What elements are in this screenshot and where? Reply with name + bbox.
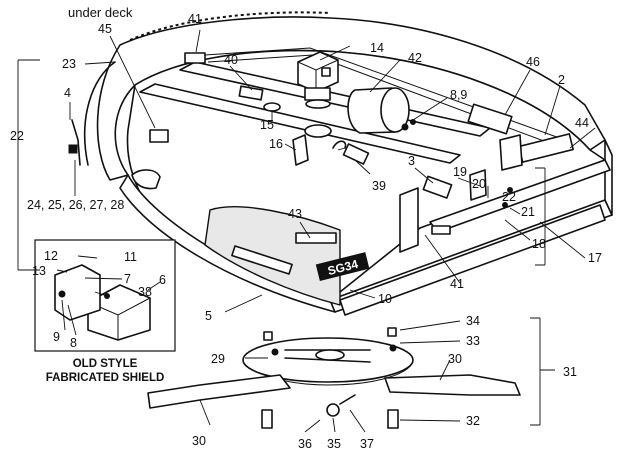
part-label-p8-9: 8,9 <box>450 88 467 102</box>
part-label-p35: 35 <box>327 437 341 451</box>
inset-caption: FABRICATED SHIELD <box>46 372 165 384</box>
mower-deck: SG34 <box>68 11 613 316</box>
deck-decal: SG34 <box>315 252 370 281</box>
part-label-p41-bottom: 41 <box>450 277 464 291</box>
part-label-p30-right: 30 <box>448 352 462 366</box>
part-label-p20: 20 <box>472 177 486 191</box>
blade-assembly <box>147 327 521 429</box>
part-label-p13: 13 <box>32 264 46 278</box>
part-label-p31: 31 <box>563 365 577 379</box>
decal-39 <box>342 143 370 165</box>
part-label-p30-bottom: 30 <box>192 434 206 448</box>
part-label-p37: 37 <box>360 437 374 451</box>
part-label-p7: 7 <box>124 272 131 286</box>
part-label-p39: 39 <box>372 179 386 193</box>
part-label-p29: 29 <box>211 352 225 366</box>
part-label-p41-top: 41 <box>188 12 202 26</box>
part-label-p3: 3 <box>408 154 415 168</box>
part-labels: under deck 41 45 23 4 22 24, 25, 26, 27,… <box>10 5 602 451</box>
part-label-p38: 38 <box>138 285 152 299</box>
part-label-p23: 23 <box>62 57 76 71</box>
part-label-p46: 46 <box>526 55 540 69</box>
part-label-p43: 43 <box>288 207 302 221</box>
part-label-p24-28: 24, 25, 26, 27, 28 <box>27 198 124 212</box>
part-label-p14: 14 <box>370 41 384 55</box>
inset-caption: OLD STYLE <box>73 358 138 370</box>
part-label-p17: 17 <box>588 251 602 265</box>
part-label-p33: 33 <box>466 334 480 348</box>
decal-41-top <box>184 52 206 64</box>
part-label-p6: 6 <box>159 273 166 287</box>
part-label-p4: 4 <box>64 86 71 100</box>
part-label-p44: 44 <box>575 116 589 130</box>
decal-45 <box>149 129 169 143</box>
part-label-p10: 10 <box>378 292 392 306</box>
part-label-p5: 5 <box>205 309 212 323</box>
part-label-p11: 11 <box>124 250 137 264</box>
decal-46 <box>467 103 513 135</box>
part-label-p36: 36 <box>298 437 312 451</box>
part-label-p40: 40 <box>224 53 238 67</box>
decal-43 <box>295 232 337 244</box>
inset-shield: OLD STYLE FABRICATED SHIELD <box>34 239 176 384</box>
decal-41-bottom <box>431 225 451 235</box>
part-label-p18: 18 <box>532 237 546 251</box>
part-label-p16: 16 <box>269 137 283 151</box>
part-label-p9: 9 <box>53 330 60 344</box>
decal-40 <box>238 85 264 101</box>
decal-3 <box>422 175 453 199</box>
roller <box>347 87 410 134</box>
under-deck-label: under deck <box>68 5 133 20</box>
part-label-p8: 8 <box>70 336 77 350</box>
leader-lines <box>17 29 596 433</box>
part-label-p15: 15 <box>260 118 274 132</box>
part-label-p34: 34 <box>466 314 480 328</box>
part-label-p22-left: 22 <box>10 129 24 143</box>
gearbox <box>297 51 339 109</box>
part-label-p22-right: 22 <box>502 190 516 204</box>
part-label-p42: 42 <box>408 51 422 65</box>
part-label-p19: 19 <box>453 165 467 179</box>
part-label-p45: 45 <box>98 22 112 36</box>
part-label-p2: 2 <box>558 73 565 87</box>
part-label-p21: 21 <box>521 205 535 219</box>
part-label-p32: 32 <box>466 414 480 428</box>
part-label-p12: 12 <box>44 249 58 263</box>
